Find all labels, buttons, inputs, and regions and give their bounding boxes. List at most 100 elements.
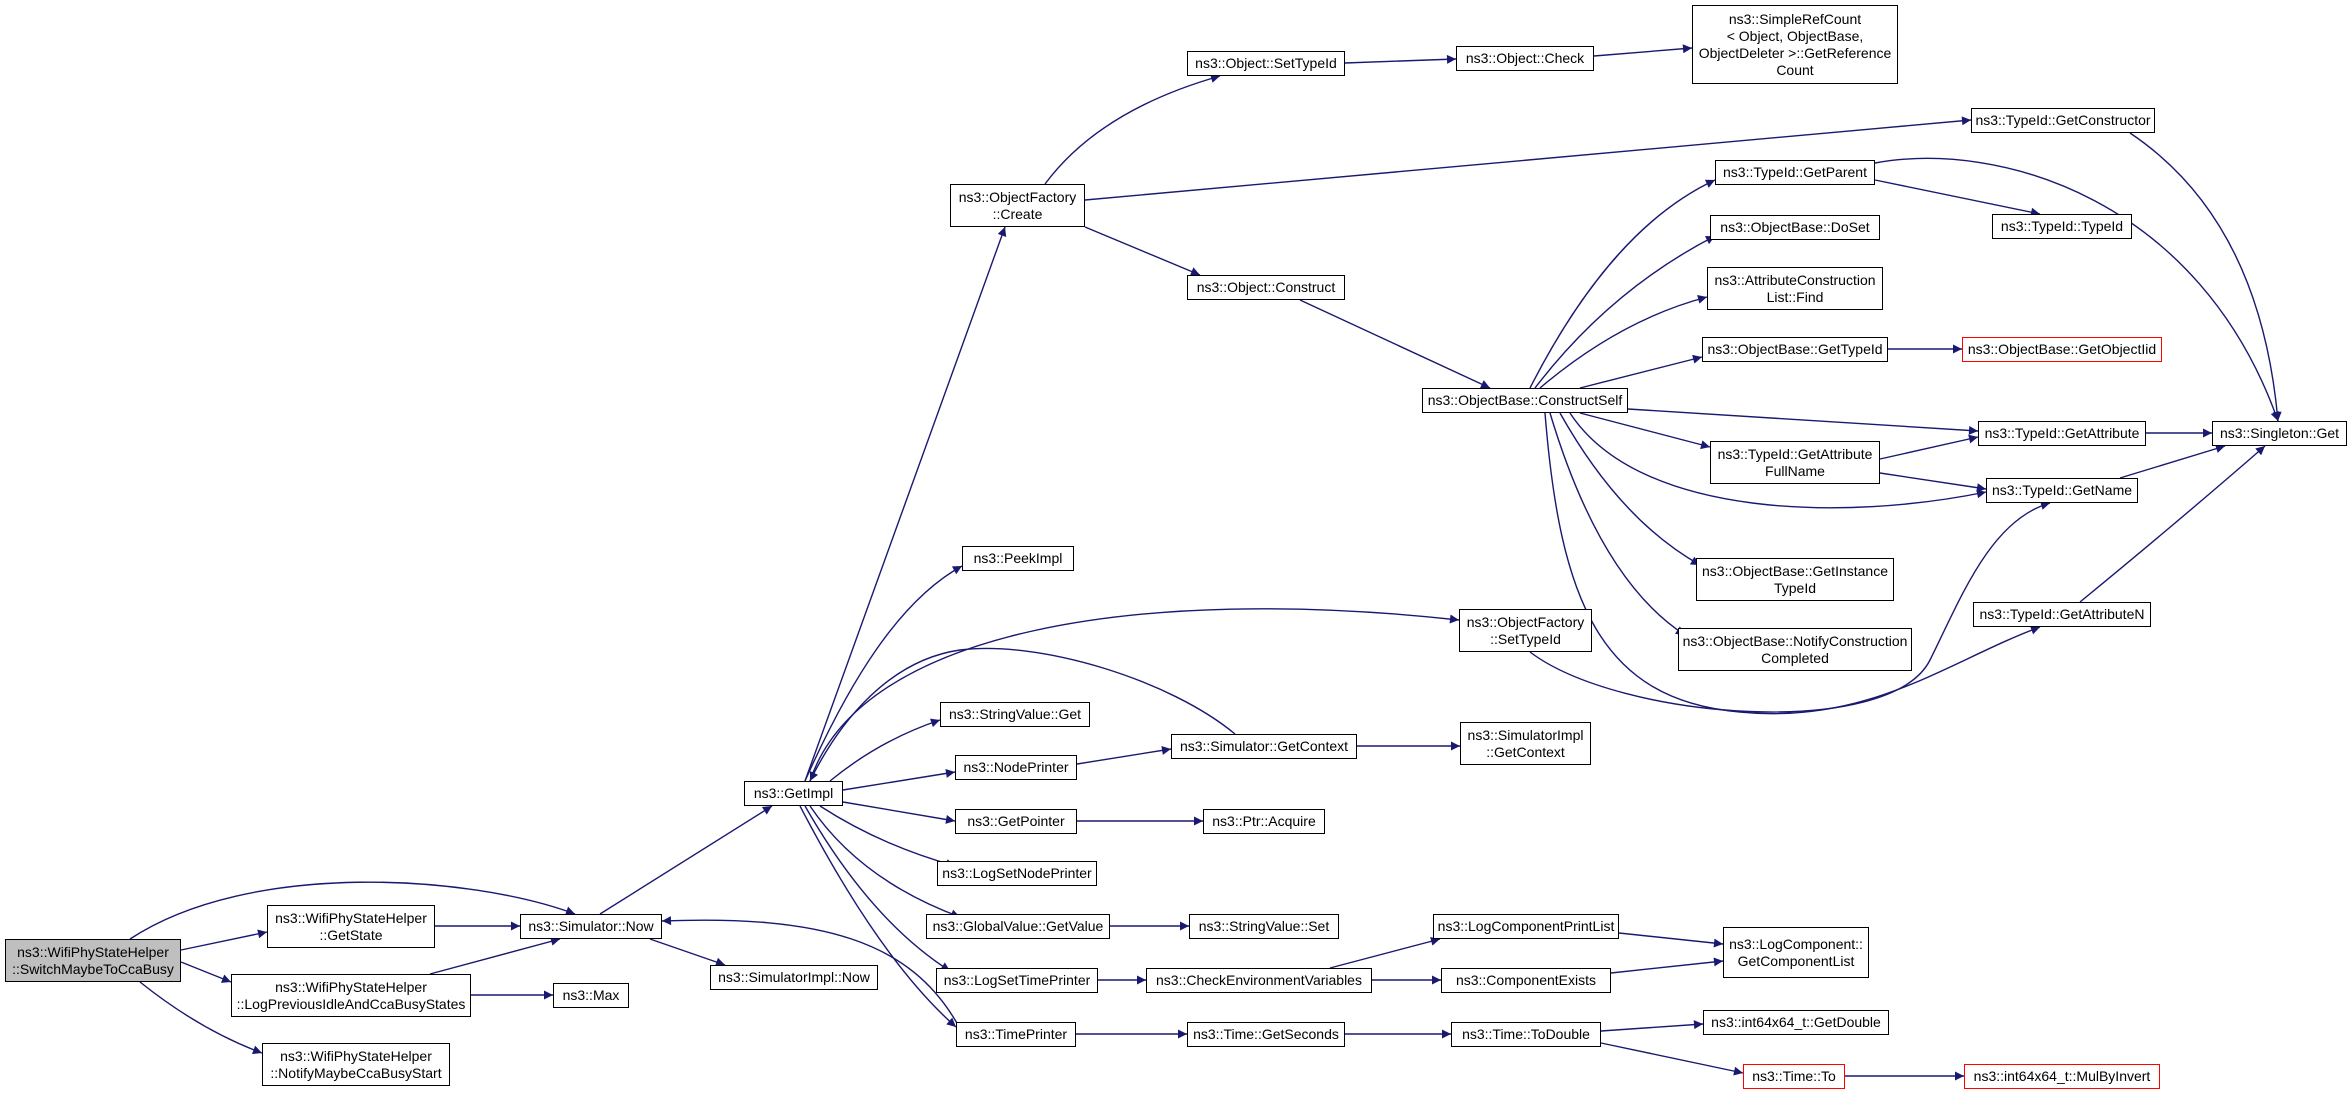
node-peek-impl[interactable]: ns3::PeekImpl (962, 546, 1074, 571)
node-int64x64-get-double[interactable]: ns3::int64x64_t::GetDouble (1703, 1010, 1889, 1035)
edge-objcheck-to-refcount (1593, 44, 1693, 57)
node-max[interactable]: ns3::Max (553, 983, 629, 1008)
edge-getname-to-singleton (2119, 444, 2226, 479)
edge-now-to-simimplnow (649, 938, 726, 967)
edge-getconstructor-to-singleton (2129, 132, 2282, 422)
node-get-pointer[interactable]: ns3::GetPointer (955, 809, 1077, 834)
node-get-state[interactable]: ns3::WifiPhyStateHelper ::GetState (267, 905, 435, 948)
node-get-impl[interactable]: ns3::GetImpl (744, 781, 843, 806)
node-attribute-construction-list-find[interactable]: ns3::AttributeConstruction List::Find (1707, 267, 1883, 310)
node-type-id-get-parent[interactable]: ns3::TypeId::GetParent (1715, 160, 1875, 185)
edge-getimpl-to-timeprinter (799, 805, 957, 1028)
node-simulator-impl-get-context[interactable]: ns3::SimulatorImpl ::GetContext (1460, 722, 1591, 765)
edge-todouble-to-timeto (1600, 1042, 1744, 1076)
node-type-id-get-attribute-n[interactable]: ns3::TypeId::GetAttributeN (1973, 602, 2151, 627)
edge-checkenv-to-logprintlist (1329, 936, 1441, 969)
edge-constructself-to-acfind (1539, 294, 1708, 389)
edge-getimpl-to-strget (829, 718, 941, 782)
edge-constructself-to-getinstance (1559, 412, 1701, 566)
edge-getimpl-to-ofcreate (804, 226, 1007, 782)
node-log-previous-idle-and-cca-busy-states[interactable]: ns3::WifiPhyStateHelper ::LogPreviousIdl… (231, 974, 471, 1017)
node-time-printer[interactable]: ns3::TimePrinter (956, 1022, 1076, 1047)
node-object-factory-set-type-id[interactable]: ns3::ObjectFactory ::SetTypeId (1459, 609, 1592, 652)
edge-constructself-to-getattrn (1544, 412, 2041, 715)
node-simulator-get-context[interactable]: ns3::Simulator::GetContext (1171, 734, 1357, 759)
node-log-set-node-printer[interactable]: ns3::LogSetNodePrinter (937, 861, 1097, 886)
edge-constructself-to-getattribute (1627, 408, 1979, 435)
edge-ofcreate-to-objconstruct (1084, 226, 1201, 276)
node-log-component-print-list[interactable]: ns3::LogComponentPrintList (1433, 914, 1619, 939)
edge-objconstruct-to-constructself (1299, 299, 1491, 389)
edge-constructself-to-getparent (1529, 179, 1716, 389)
node-string-value-get[interactable]: ns3::StringValue::Get (940, 702, 1090, 727)
node-switch-maybe-to-cca-busy[interactable]: ns3::WifiPhyStateHelper ::SwitchMaybeToC… (5, 939, 181, 982)
edge-ofsettypeid-to-getname (1529, 501, 2051, 713)
edge-objsettypeid-to-objcheck (1344, 54, 1457, 64)
edge-constructself-to-getattrfull (1579, 412, 1711, 450)
node-type-id-get-attribute[interactable]: ns3::TypeId::GetAttribute (1978, 421, 2146, 446)
edge-getimpl-to-logsetnode (819, 805, 956, 868)
edge-getparent-to-typeidtypeid (1874, 179, 2041, 217)
edge-getimpl-to-ofsettypeid (809, 608, 1460, 782)
node-log-set-time-printer[interactable]: ns3::LogSetTimePrinter (936, 968, 1098, 993)
edge-constructself-to-getname (1569, 412, 1987, 509)
edge-todouble-to-getdouble (1600, 1020, 1704, 1032)
node-type-id-get-attribute-full-name[interactable]: ns3::TypeId::GetAttribute FullName (1710, 441, 1880, 484)
node-simple-ref-count-get-reference-count[interactable]: ns3::SimpleRefCount < Object, ObjectBase… (1692, 5, 1898, 84)
edge-switch-to-notify (139, 981, 263, 1055)
node-type-id-get-name[interactable]: ns3::TypeId::GetName (1986, 478, 2138, 503)
node-object-base-notify-construction-completed[interactable]: ns3::ObjectBase::NotifyConstruction Comp… (1678, 628, 1912, 671)
node-object-base-get-object-iid[interactable]: ns3::ObjectBase::GetObjectIid (1962, 337, 2162, 362)
node-time-get-seconds[interactable]: ns3::Time::GetSeconds (1187, 1022, 1345, 1047)
node-log-component-get-component-list[interactable]: ns3::LogComponent:: GetComponentList (1723, 927, 1869, 978)
node-time-to[interactable]: ns3::Time::To (1743, 1064, 1845, 1089)
node-node-printer[interactable]: ns3::NodePrinter (955, 755, 1077, 780)
edge-switch-to-now (129, 881, 576, 940)
edge-simgetctx-to-getimpl (809, 647, 1236, 782)
edge-getimpl-to-gvgetvalue (809, 805, 961, 919)
node-object-base-do-set[interactable]: ns3::ObjectBase::DoSet (1710, 215, 1880, 240)
node-object-set-type-id[interactable]: ns3::Object::SetTypeId (1187, 51, 1345, 76)
node-int64x64-mul-by-invert[interactable]: ns3::int64x64_t::MulByInvert (1964, 1064, 2160, 1089)
edge-getimpl-to-nodeprinter (842, 768, 956, 791)
node-object-base-get-instance-type-id[interactable]: ns3::ObjectBase::GetInstance TypeId (1696, 558, 1894, 601)
node-object-check[interactable]: ns3::Object::Check (1456, 46, 1594, 71)
node-type-id-get-constructor[interactable]: ns3::TypeId::GetConstructor (1971, 108, 2155, 133)
edge-getimpl-to-peekimpl (804, 565, 963, 782)
node-string-value-set[interactable]: ns3::StringValue::Set (1189, 914, 1339, 939)
edge-now-to-getimpl (599, 805, 773, 915)
node-object-base-get-type-id[interactable]: ns3::ObjectBase::GetTypeId (1702, 337, 1888, 362)
edge-ofcreate-to-getconstructor (1084, 116, 1972, 201)
edge-getattrfull-to-getname (1879, 472, 1987, 493)
edge-getimpl-to-logsettime (804, 805, 951, 972)
edge-timeprinter-to-now (661, 916, 959, 1026)
node-object-factory-create[interactable]: ns3::ObjectFactory ::Create (950, 184, 1085, 227)
node-check-environment-variables[interactable]: ns3::CheckEnvironmentVariables (1146, 968, 1372, 993)
node-component-exists[interactable]: ns3::ComponentExists (1441, 968, 1611, 993)
node-object-construct[interactable]: ns3::Object::Construct (1187, 275, 1345, 300)
edge-constructself-to-obgettypeid (1579, 354, 1703, 389)
edge-ofcreate-to-objsettypeid (1044, 74, 1221, 185)
edge-compexists-to-getcomplist (1610, 957, 1724, 974)
edge-constructself-to-doset (1534, 235, 1716, 389)
node-time-to-double[interactable]: ns3::Time::ToDouble (1451, 1022, 1601, 1047)
edge-switch-to-logprev (180, 961, 232, 983)
edge-logprintlist-to-getcomplist (1618, 932, 1724, 948)
node-object-base-construct-self[interactable]: ns3::ObjectBase::ConstructSelf (1422, 388, 1628, 413)
edge-logprev-to-now (429, 936, 561, 975)
node-global-value-get-value[interactable]: ns3::GlobalValue::GetValue (926, 914, 1110, 939)
node-singleton-get[interactable]: ns3::Singleton::Get (2212, 421, 2347, 446)
edge-constructself-to-notifyconst (1549, 412, 1686, 636)
node-simulator-now[interactable]: ns3::Simulator::Now (520, 914, 662, 939)
edge-getimpl-to-getpointer (842, 801, 956, 824)
node-notify-maybe-cca-busy-start[interactable]: ns3::WifiPhyStateHelper ::NotifyMaybeCca… (262, 1043, 450, 1086)
edge-getparent-to-singleton (1874, 157, 2280, 422)
edge-getattrn-to-singleton (2079, 445, 2266, 603)
node-ptr-acquire[interactable]: ns3::Ptr::Acquire (1203, 809, 1325, 834)
node-type-id-type-id[interactable]: ns3::TypeId::TypeId (1992, 214, 2132, 239)
edge-switch-to-getstate (180, 929, 268, 951)
edge-nodeprinter-to-simgetctx (1076, 745, 1172, 765)
node-simulator-impl-now[interactable]: ns3::SimulatorImpl::Now (710, 965, 878, 990)
